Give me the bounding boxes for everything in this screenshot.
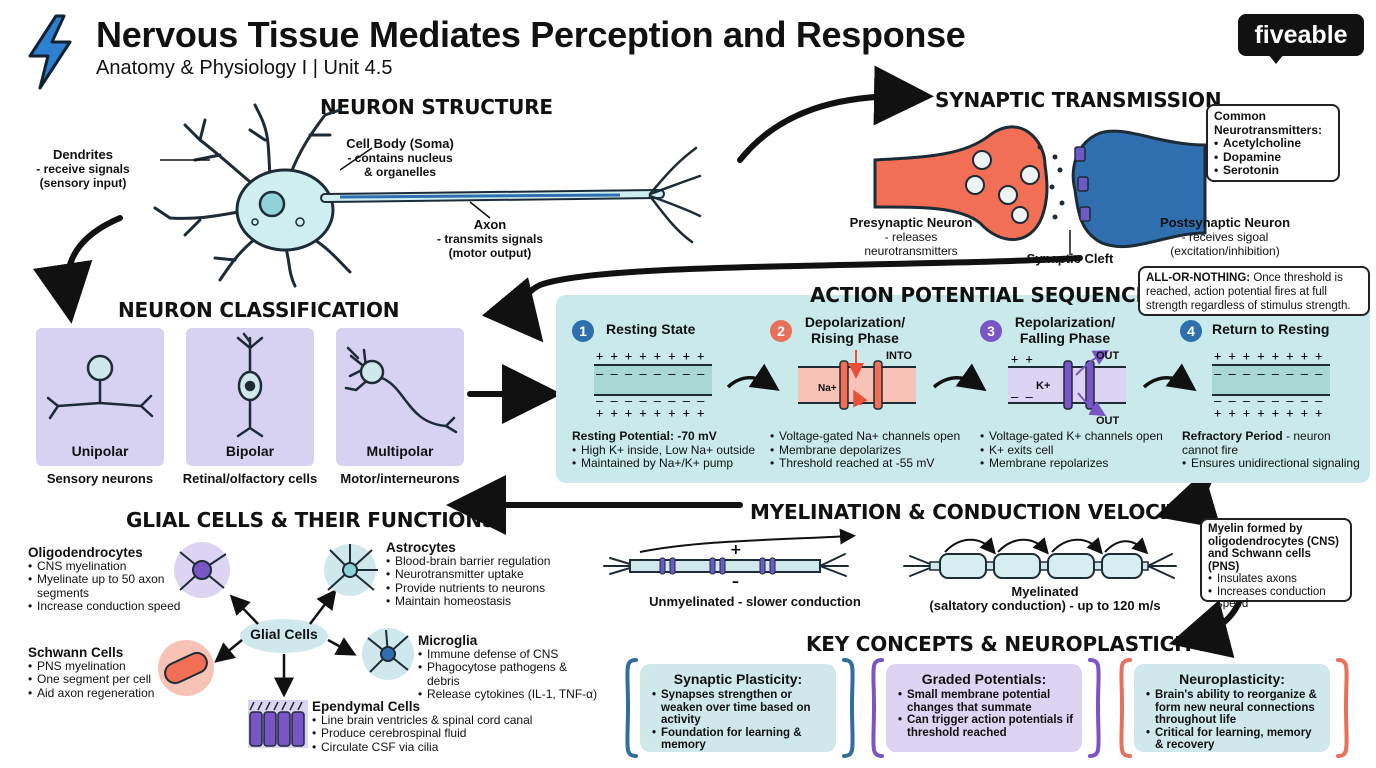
step-2-description: Voltage-gated Na+ channels open Membrane… [770, 429, 975, 471]
axon-comparison-illustration: + – [603, 528, 1177, 590]
astrocytes-block: Astrocytes Blood-brain barrier regulatio… [386, 541, 566, 609]
step-2-number: 2 [770, 320, 792, 342]
graded-potentials-card: Graded Potentials: Small membrane potent… [886, 664, 1082, 752]
fiveable-logo[interactable]: fiveable [1238, 14, 1364, 56]
svg-text:– – – – – – – –: – – – – – – – – [1214, 394, 1323, 408]
key-concept-brackets [625, 658, 1349, 758]
membrane-diagrams: + + + + + + + + – – – – – – – – – – – – … [594, 349, 1330, 420]
out-top-label: OUT [1096, 350, 1120, 362]
neurotransmitters-box: Common Neurotransmitters: Acetylcholine … [1206, 104, 1340, 182]
schwann-block: Schwann Cells PNS myelination One segmen… [28, 646, 178, 700]
multipolar-name: Multipolar [366, 443, 434, 459]
step-4-description: Refractory Period - neuron cannot fire E… [1182, 429, 1367, 471]
svg-text:– – – – – – – –: – – – – – – – – [1214, 367, 1323, 381]
logo-tail [1268, 54, 1284, 64]
svg-text:–: – [732, 574, 739, 590]
postsynaptic-label: Postsynaptic Neuron - receives sigoal (e… [1159, 215, 1291, 259]
bipolar-neuron-icon [236, 332, 264, 438]
neuron-structure-heading: NEURON STRUCTURE [320, 95, 553, 119]
step-1-number: 1 [572, 320, 594, 342]
svg-text:+ + + + + + + +: + + + + + + + + [596, 349, 704, 363]
svg-text:– –: – – [1011, 390, 1033, 404]
step-1-title: Resting State [606, 321, 696, 337]
oligodendrocytes-block: Oligodendrocytes CNS myelination Myelina… [28, 546, 198, 614]
synaptic-cleft-label: Synaptic Cleft [1026, 251, 1114, 266]
k-ion-label: K+ [1036, 380, 1051, 392]
bipolar-caption: Retinal/olfactory cells [182, 471, 318, 486]
unipolar-neuron-icon [46, 354, 154, 420]
key-concepts-heading: KEY CONCEPTS & NEUROPLASTICITY [806, 632, 1210, 656]
glial-diagram [158, 542, 414, 748]
synaptic-plasticity-card: Synaptic Plasticity: Synapses strengthen… [640, 664, 836, 752]
neuroplasticity-card: Neuroplasticity: Brain's ability to reor… [1134, 664, 1330, 752]
neuron-illustration [153, 103, 702, 288]
multipolar-card: Multipolar [336, 328, 464, 466]
multipolar-neuron-icon [344, 346, 458, 434]
multipolar-caption: Motor/interneurons [340, 471, 460, 486]
myelinated-label: Myelinated (saltatory conduction) - up t… [929, 584, 1161, 613]
svg-text:+ + + + + + + +: + + + + + + + + [1214, 349, 1322, 363]
axon-label: Axon - transmits signals (motor output) [436, 217, 544, 261]
svg-text:– – – – – – – –: – – – – – – – – [596, 367, 705, 381]
classification-heading: NEURON CLASSIFICATION [118, 298, 400, 322]
bipolar-card: Bipolar [186, 328, 314, 466]
microglia-block: Microglia Immune defense of CNS Phagocyt… [418, 634, 603, 702]
all-or-nothing-callout: ALL-OR-NOTHING: Once threshold is reache… [1138, 266, 1370, 316]
step-3-title: Repolarization/ Falling Phase [1014, 314, 1116, 346]
step-3-description: Voltage-gated K+ channels open K+ exits … [980, 429, 1180, 471]
synapse-illustration [873, 125, 1207, 255]
ependymal-block: Ependymal Cells Line brain ventricles & … [312, 700, 552, 754]
page-subtitle: Anatomy & Physiology I | Unit 4.5 [96, 57, 393, 79]
na-ion-label: Na+ [818, 383, 837, 394]
unipolar-name: Unipolar [71, 443, 129, 459]
svg-text:+ + + + + + + +: + + + + + + + + [1214, 406, 1322, 420]
svg-text:+: + [730, 542, 742, 558]
unmyelinated-label: Unmyelinated - slower conduction [649, 594, 861, 609]
unipolar-caption: Sensory neurons [46, 471, 154, 486]
page-title: Nervous Tissue Mediates Perception and R… [96, 14, 966, 55]
synaptic-heading: SYNAPTIC TRANSMISSION [935, 88, 1222, 112]
svg-text:+ +: + + [1011, 352, 1033, 366]
presynaptic-label: Presynaptic Neuron - releases neurotrans… [849, 215, 973, 259]
action-potential-heading: ACTION POTENTIAL SEQUENCE [810, 283, 1149, 307]
bipolar-name: Bipolar [225, 443, 275, 459]
svg-text:+ + + + + + + +: + + + + + + + + [596, 406, 704, 420]
cell-body-label: Cell Body (Soma) - contains nucleus & or… [346, 136, 454, 180]
step-1-description: Resting Potential: -70 mV High K+ inside… [572, 429, 767, 471]
glial-heading: GLIAL CELLS & THEIR FUNCTIONS [126, 508, 496, 532]
step-4-title: Return to Resting [1212, 321, 1330, 337]
step-2-title: Depolarization/ Rising Phase [804, 314, 906, 346]
dendrites-label: Dendrites - receive signals (sensory inp… [36, 147, 130, 191]
glial-center-label: Glial Cells [250, 626, 318, 642]
out-bottom-label: OUT [1096, 415, 1120, 427]
into-label: INTO [886, 350, 913, 362]
myelination-heading: MYELINATION & CONDUCTION VELOCITY [750, 500, 1195, 524]
unipolar-card: Unipolar [36, 328, 164, 466]
lightning-bolt-icon [28, 14, 72, 90]
step-3-number: 3 [980, 320, 1002, 342]
step-4-number: 4 [1180, 320, 1202, 342]
myelin-info-box: Myelin formed by oligodendrocytes (CNS) … [1200, 518, 1352, 610]
svg-text:– – – – – – – –: – – – – – – – – [596, 394, 705, 408]
